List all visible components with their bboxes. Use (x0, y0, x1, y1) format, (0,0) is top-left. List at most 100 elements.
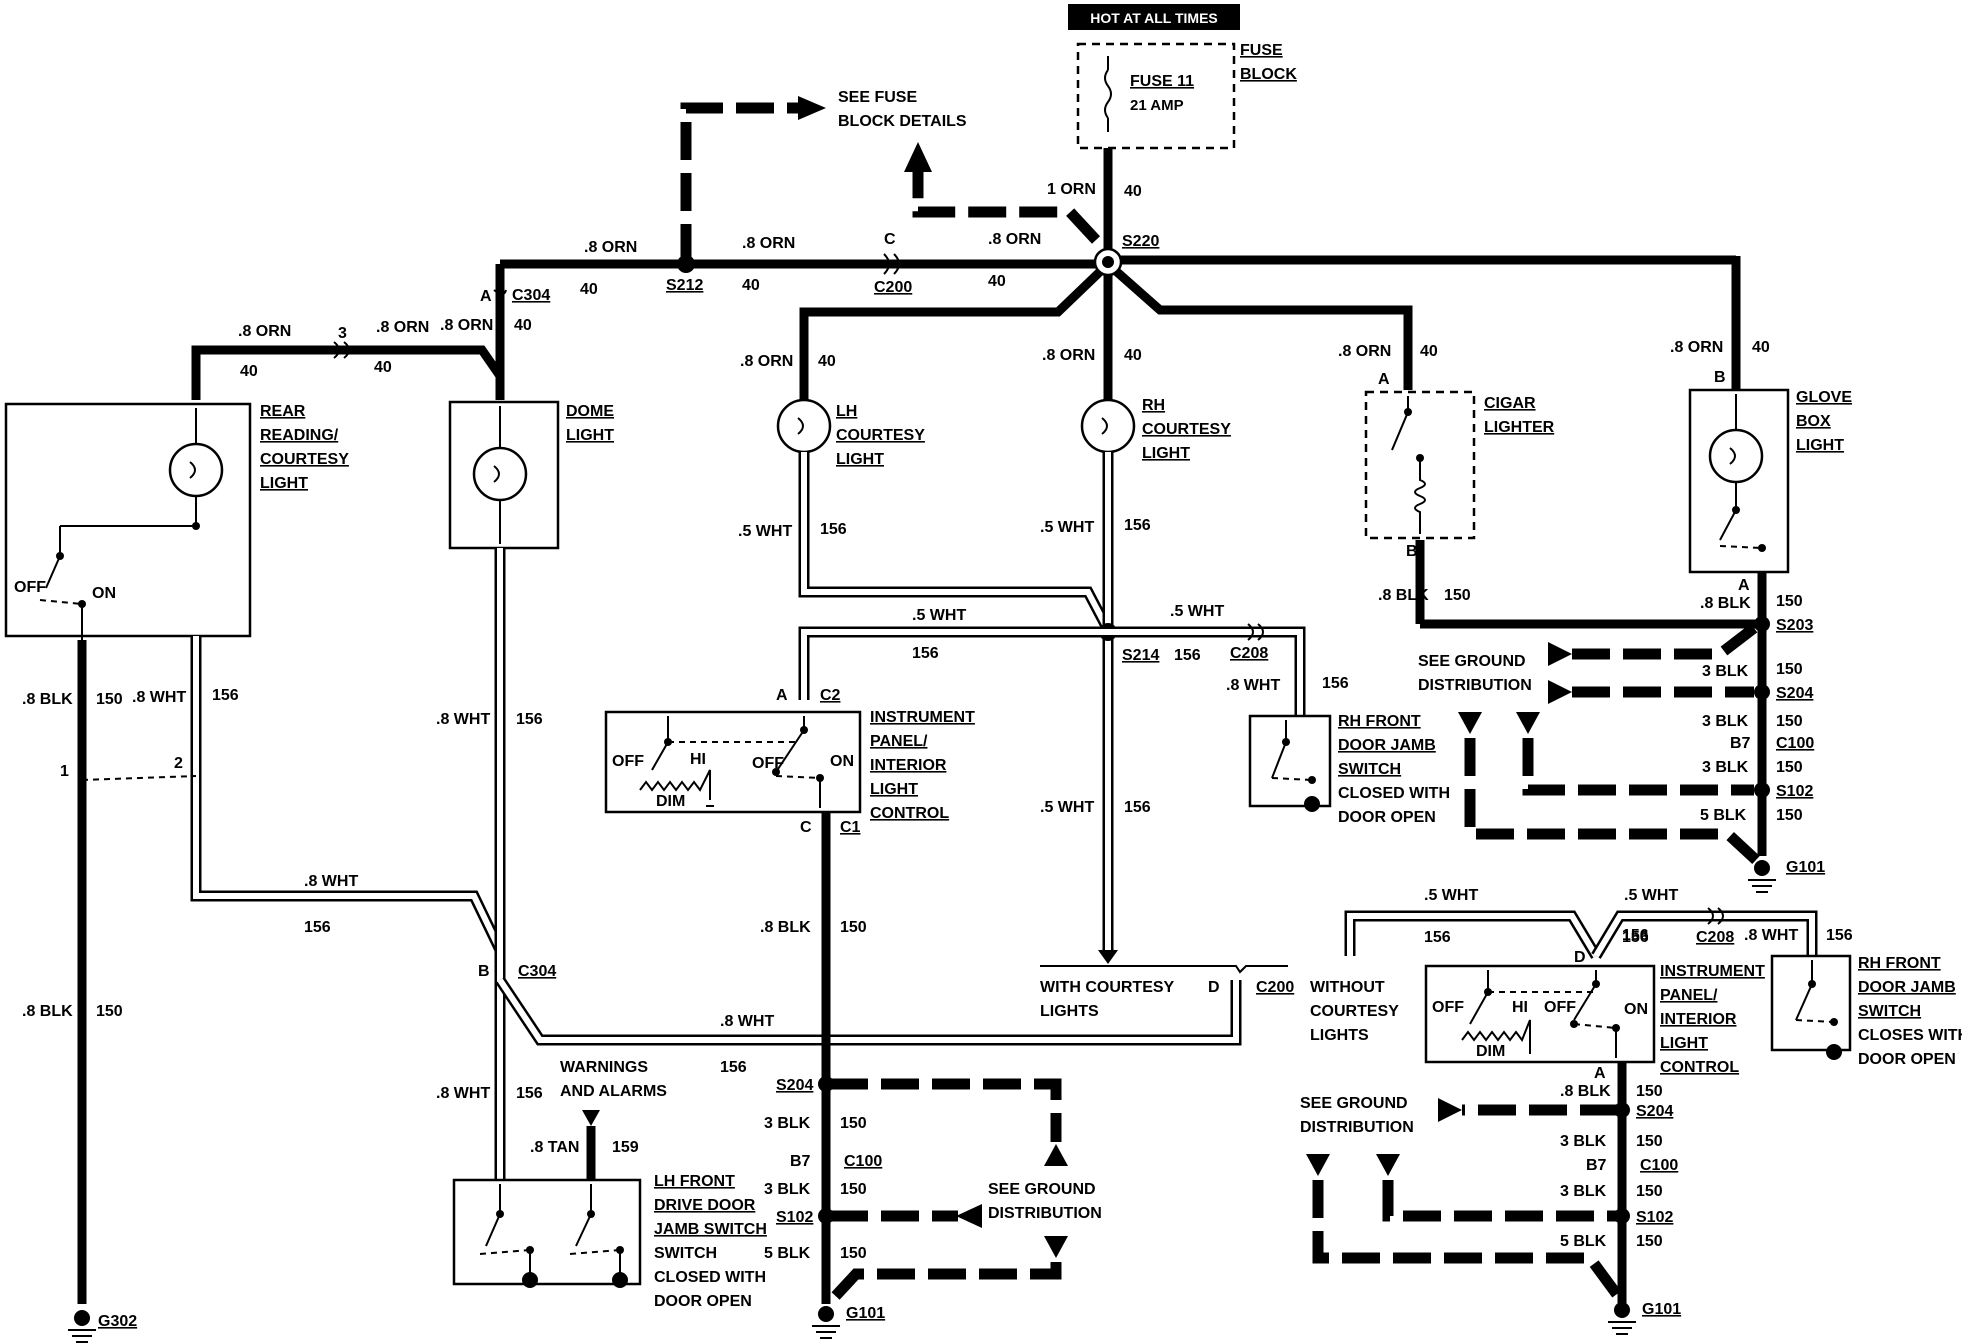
ip-left-off-label-1: OFF (612, 753, 644, 770)
ip-right-pin-a: A (1594, 1065, 1606, 1082)
fuse-up-arrow (904, 142, 932, 172)
connector-c304-top-label: C304 (512, 287, 550, 304)
wire-rear-color: .8 ORN (238, 323, 291, 340)
warnings-label-1: WARNINGS (560, 1059, 648, 1076)
cigar-pin-a: A (1378, 371, 1390, 388)
ground-dist-right-down-arrow-2 (1376, 1154, 1400, 1176)
wire-s212-left-circuit: 40 (580, 281, 598, 298)
rear-switch-on-label: ON (92, 585, 116, 602)
ip-right-off-label-2: OFF (1544, 999, 1576, 1016)
wire-rh-courtesy-wht-circuit: 156 (1124, 517, 1151, 534)
splice-s220-label: S220 (1122, 233, 1159, 250)
wire-rear-wht-color: .8 WHT (132, 689, 186, 706)
wire-cigar-color: .8 ORN (1338, 343, 1391, 360)
ground-g101-left-label: G101 (846, 1305, 885, 1322)
rh-jamb-switch-box (1248, 714, 1332, 808)
orn-bus: .8 ORN 40 S212 .8 ORN 40 C C200 .8 ORN 4… (191, 231, 1770, 402)
connector-c200-pin-c: C (884, 231, 896, 248)
connector-c208-label: C208 (1230, 645, 1268, 662)
connector-c208-bottom-label: C208 (1696, 929, 1734, 946)
wire-dome-wht-circuit: 156 (516, 711, 543, 728)
wire-s102-top-circuit: 150 (1776, 807, 1803, 824)
wire-rh-courtesy-circuit: 40 (1124, 347, 1142, 364)
ip-left-hi-label: HI (690, 751, 706, 768)
wire-s204-right-circuit: 150 (1636, 1133, 1663, 1150)
ip-right-on-label: ON (1624, 1001, 1648, 1018)
lh-jamb-label-1: LH FRONT (654, 1173, 735, 1190)
wire-rh-courtesy-color: .8 ORN (1042, 347, 1095, 364)
rh-jamb-bottom-note-1: CLOSES WITH (1858, 1027, 1962, 1044)
lh-front-door-jamb-switch: WARNINGS AND ALARMS .8 TAN 159 LH FRONT … (452, 1059, 767, 1310)
wire-rear-ground-color: .8 BLK (22, 691, 73, 708)
see-fuse-block-details: SEE FUSE BLOCK DETAILS (680, 89, 1101, 262)
wire-s214-ip-circuit: 156 (912, 645, 939, 662)
ground-dist-top-down-arrow-2 (1516, 712, 1540, 734)
fuse-block-box (1076, 42, 1236, 150)
wire-rear-to-c304-circuit: 156 (304, 919, 331, 936)
rear-light-label-1: REAR (260, 403, 306, 420)
cigar-lighter: A CIGAR LIGHTER B .8 BLK 150 (1364, 371, 1760, 629)
lh-jamb-switch-box (452, 1178, 642, 1286)
see-fuse-label-1: SEE FUSE (838, 89, 917, 106)
wire-dome-circuit: 40 (514, 317, 532, 334)
ip-right-label-3: INTERIOR (1660, 1011, 1737, 1028)
wire-ip-right-color: .8 BLK (1560, 1083, 1611, 1100)
fuse-feed-wire-circuit: 40 (1124, 183, 1142, 200)
ground-g302-icon (74, 1310, 90, 1326)
lh-jamb-label-3: JAMB SWITCH (654, 1221, 767, 1238)
rh-jamb-bottom-label-1: RH FRONT (1858, 955, 1941, 972)
glove-box-ground-chain: .8 BLK 150 S203 3 BLK 150 S204 3 BLK 150… (1418, 572, 1825, 893)
wire-rear-mid-circuit: 40 (374, 359, 392, 376)
splice-s204-top-dot (1754, 684, 1770, 700)
rh-jamb-bottom-label-2: DOOR JAMB (1858, 979, 1956, 996)
wire-lh-courtesy-circuit: 40 (818, 353, 836, 370)
ground-dist-top-arrow-2 (1548, 680, 1572, 704)
wire-rear-ground-lower-color: .8 BLK (22, 1003, 73, 1020)
wire-s102-top-color: 5 BLK (1700, 807, 1747, 824)
ground-dist-top-label-2: DISTRIBUTION (1418, 677, 1532, 694)
wire-rear-ground-circuit: 150 (96, 691, 123, 708)
wire-s214-circuit: 156 (1174, 647, 1201, 664)
fuse-rating: 21 AMP (1130, 97, 1184, 114)
rh-jamb-label-3: SWITCH (1338, 761, 1401, 778)
connector-pin-3: 3 (338, 325, 347, 342)
connector-c2-label: C2 (820, 687, 841, 704)
fuse-block-label-2: BLOCK (1240, 66, 1297, 83)
wire-s220-color: .8 ORN (988, 231, 1041, 248)
connector-c100-left-pin: B7 (790, 1153, 811, 1170)
lh-jamb-label-2: DRIVE DOOR (654, 1197, 756, 1214)
connector-c1-label: C1 (840, 819, 861, 836)
wire-lh-courtesy-wht-color: .5 WHT (738, 523, 792, 540)
ip-left-label-1: INSTRUMENT (870, 709, 975, 726)
ground-g101-right-icon (1614, 1302, 1630, 1318)
ip-right-label-2: PANEL/ (1660, 987, 1718, 1004)
wire-s204-top-circuit: 150 (1776, 713, 1803, 730)
splice-s102-left-label: S102 (776, 1209, 813, 1226)
wire-rear-ground-lower-circuit: 150 (96, 1003, 123, 1020)
dome-light-label-2: LIGHT (566, 427, 614, 444)
ip-right-label-4: LIGHT (1660, 1035, 1708, 1052)
rh-jamb-note-1: CLOSED WITH (1338, 785, 1450, 802)
splice-s212-dot (677, 255, 695, 273)
wire-rh-jamb-circuit: 156 (1322, 675, 1349, 692)
rear-light-box (4, 402, 252, 638)
wire-c100-left-color: 3 BLK (764, 1181, 811, 1198)
ground-dist-right-label-2: DISTRIBUTION (1300, 1119, 1414, 1136)
dome-light-box (448, 400, 560, 550)
wire-dome-lower-color: .8 WHT (436, 1085, 490, 1102)
wire-rh-courtesy-wht-color: .5 WHT (1040, 519, 1094, 536)
wire-lh-courtesy-color: .8 ORN (740, 353, 793, 370)
ip-right-pin-d: D (1574, 949, 1586, 966)
wire-cigar-ground-color: .8 BLK (1378, 587, 1429, 604)
rh-front-door-jamb-switch-bottom: RH FRONT DOOR JAMB SWITCH CLOSES WITH DO… (1770, 954, 1962, 1068)
ground-dist-top-arrow-1 (1548, 642, 1572, 666)
wire-without-courtesy-color: .5 WHT (1424, 887, 1478, 904)
wire-s102-right-color: 5 BLK (1560, 1233, 1607, 1250)
wire-dome-lower-circuit: 156 (516, 1085, 543, 1102)
lh-courtesy-label-1: LH (836, 403, 857, 420)
power-source: HOT AT ALL TIMES FUSE 11 21 AMP FUSE BLO… (1047, 4, 1297, 260)
ground-dist-left-label-1: SEE GROUND (988, 1181, 1096, 1198)
connector-c304-pin-b: B (478, 963, 490, 980)
dome-light-label-1: DOME (566, 403, 614, 420)
wire-s102-left-color: 5 BLK (764, 1245, 811, 1262)
